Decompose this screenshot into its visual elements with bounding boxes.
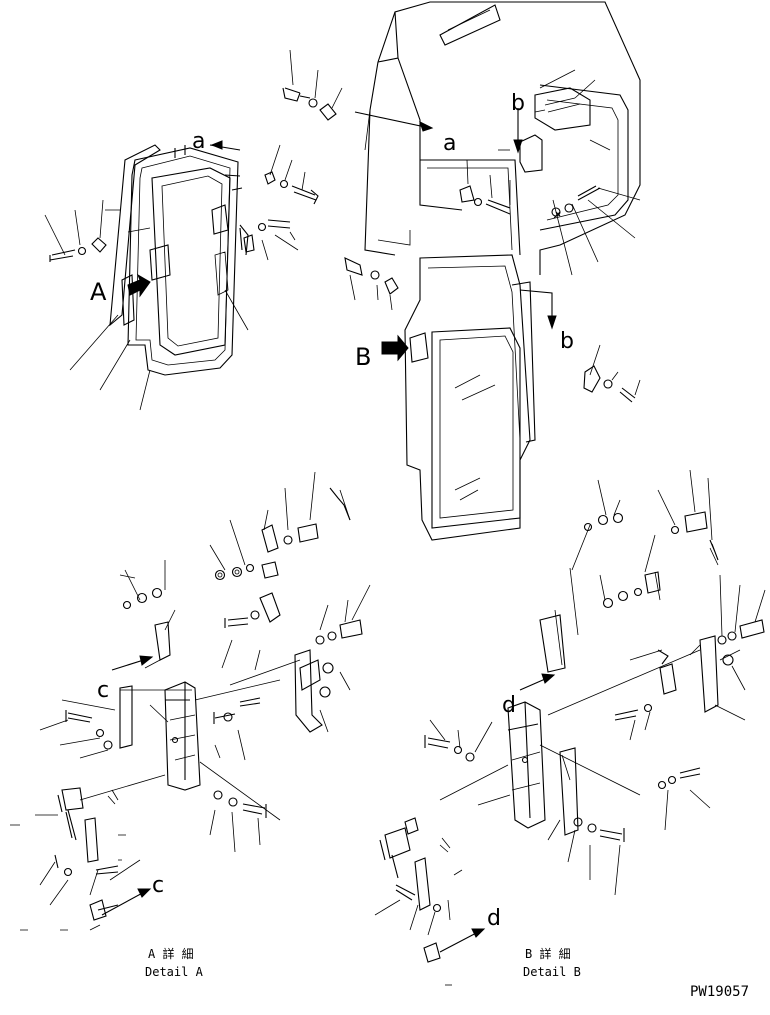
- detail-b: [374, 469, 766, 986]
- section-b-label: B: [355, 343, 371, 371]
- cab-ref-b-label: b: [560, 329, 574, 354]
- door-fasteners: [44, 144, 319, 411]
- view-arrow-b-label: b: [511, 91, 525, 116]
- detail-c-upper-label: c: [97, 678, 109, 703]
- drawing-number: PW19057: [690, 984, 749, 1000]
- detail-d-lower-label: d: [487, 906, 501, 931]
- cab-assembly: [354, 1, 641, 541]
- view-arrow-a-label: a: [192, 129, 205, 154]
- section-a-label: A: [90, 278, 107, 306]
- detail-d-upper-label: d: [502, 693, 516, 718]
- callout-labels: a b a b A B c c d d: [90, 91, 574, 931]
- door-assembly: [105, 140, 249, 376]
- detail-a-caption-jp: A 詳 細: [148, 946, 194, 961]
- cab-ref-a-label: a: [443, 131, 456, 156]
- detail-b-caption-jp: B 詳 細: [525, 946, 571, 961]
- detail-a-caption-en: Detail A: [145, 965, 204, 979]
- detail-b-caption-en: Detail B: [523, 965, 581, 979]
- captions: A 詳 細 Detail A B 詳 細 Detail B PW19057: [145, 946, 749, 1000]
- cab-fasteners: [282, 49, 641, 403]
- detail-c-lower-label: c: [152, 873, 164, 898]
- detail-a: [10, 471, 371, 931]
